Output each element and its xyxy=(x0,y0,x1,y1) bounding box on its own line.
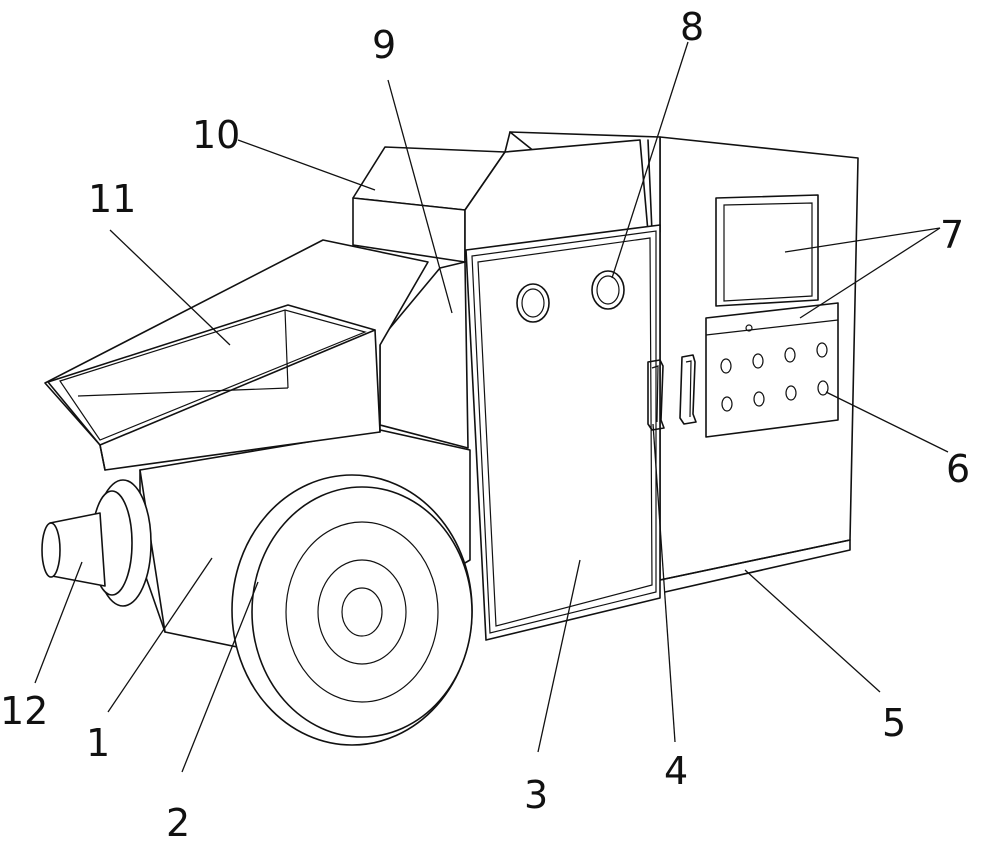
number-labels: 11 10 9 8 7 6 5 4 3 2 1 12 xyxy=(0,5,970,843)
label-2: 2 xyxy=(166,801,190,843)
label-9: 9 xyxy=(372,23,396,67)
leader-1 xyxy=(107,557,213,713)
label-11: 11 xyxy=(88,177,136,221)
label-5: 5 xyxy=(882,701,906,745)
label-8: 8 xyxy=(680,5,704,49)
label-10: 10 xyxy=(192,113,240,157)
leader-7a xyxy=(784,227,941,253)
leader-8 xyxy=(611,41,689,279)
label-4: 4 xyxy=(664,749,688,793)
leader-10 xyxy=(237,139,376,191)
leader-6 xyxy=(825,391,949,453)
outlet-nozzle xyxy=(41,479,152,607)
hopper xyxy=(44,239,429,471)
leader-7b xyxy=(799,227,941,319)
leader-9 xyxy=(387,79,453,314)
leader-3 xyxy=(537,559,581,753)
leader-12 xyxy=(34,561,83,684)
upper-housing xyxy=(352,131,653,449)
side-details xyxy=(679,194,839,438)
leader-11 xyxy=(109,229,231,346)
label-1: 1 xyxy=(86,721,110,765)
label-12: 12 xyxy=(0,689,48,733)
label-3: 3 xyxy=(524,773,548,817)
label-7: 7 xyxy=(940,213,964,257)
leader-4 xyxy=(652,423,676,743)
leader-5 xyxy=(744,569,881,693)
leader-2 xyxy=(181,581,259,773)
front-door-panel xyxy=(465,224,665,641)
leader-lines xyxy=(34,41,949,773)
wheel xyxy=(231,474,473,746)
label-6: 6 xyxy=(946,447,970,491)
